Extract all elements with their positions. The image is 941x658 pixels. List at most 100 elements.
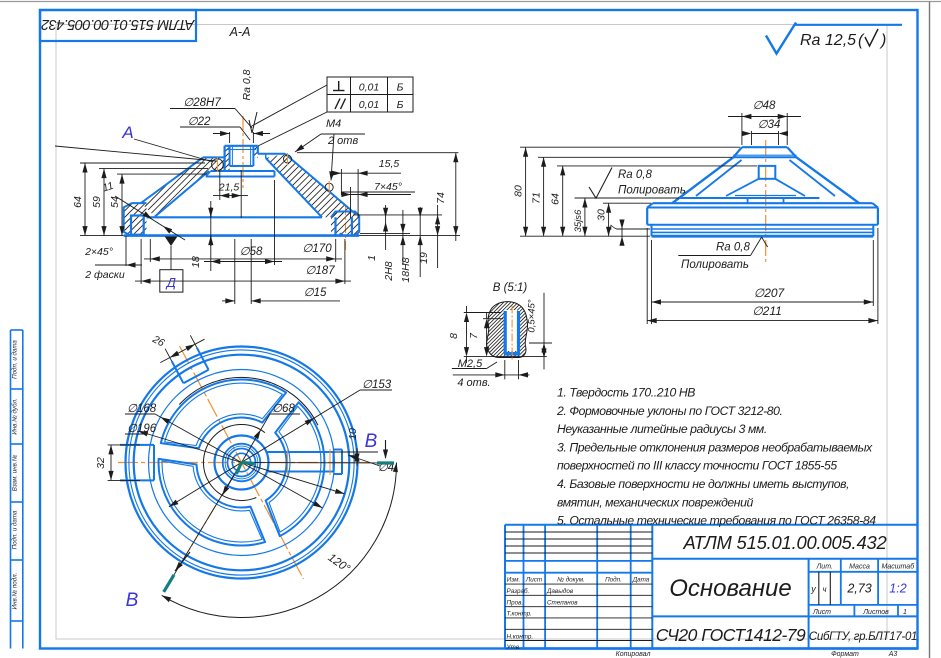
svg-text:11: 11: [101, 180, 115, 195]
svg-text:∅170: ∅170: [302, 243, 332, 255]
svg-text:А: А: [121, 123, 133, 142]
svg-text:2 отв: 2 отв: [327, 135, 358, 147]
svg-text:1:2: 1:2: [889, 582, 906, 596]
svg-text:4 отв.: 4 отв.: [457, 377, 490, 389]
svg-text:71: 71: [531, 192, 543, 204]
svg-text:54: 54: [109, 196, 121, 208]
svg-text:∅211: ∅211: [752, 304, 782, 318]
svg-text:Дата: Дата: [632, 577, 650, 584]
svg-text:1. Твердость 170..210 НВ: 1. Твердость 170..210 НВ: [557, 386, 695, 400]
svg-text:АТЛМ 515.01.00.005.432: АТЛМ 515.01.00.005.432: [41, 16, 195, 32]
svg-text:64: 64: [550, 193, 562, 205]
svg-text:А-А: А-А: [229, 25, 251, 39]
svg-text:Копировал: Копировал: [616, 651, 651, 658]
svg-text:Подп.: Подп.: [605, 576, 622, 584]
svg-text:8: 8: [448, 333, 460, 339]
svg-text:10: 10: [347, 428, 359, 440]
svg-text:1: 1: [903, 609, 907, 616]
svg-text:№ докум.: № докум.: [557, 576, 585, 584]
svg-text:Инв.№ подл.: Инв.№ подл.: [12, 573, 19, 610]
svg-text:СЧ20 ГОСТ1412-79: СЧ20 ГОСТ1412-79: [656, 625, 806, 645]
svg-text:Основание: Основание: [669, 575, 791, 602]
svg-text:Ra 12,5: Ra 12,5: [800, 32, 856, 49]
svg-text:80: 80: [513, 185, 525, 197]
svg-text:∅68: ∅68: [272, 403, 295, 415]
svg-text:1: 1: [366, 255, 378, 261]
svg-text:2 фаски: 2 фаски: [84, 269, 125, 281]
svg-text:0,01: 0,01: [359, 82, 379, 94]
svg-text:Д: Д: [165, 275, 176, 290]
svg-text:Полировать: Полировать: [618, 185, 686, 197]
svg-text:Лист: Лист: [812, 609, 831, 616]
svg-text:7: 7: [468, 332, 480, 339]
svg-text:В (5:1): В (5:1): [493, 282, 528, 294]
svg-text:3. Предельные отклонения разме: 3. Предельные отклонения размеров необра…: [557, 440, 873, 454]
svg-text:Взам. инв.№: Взам. инв.№: [12, 454, 19, 491]
svg-text:15,5: 15,5: [379, 158, 400, 170]
svg-text:Б: Б: [397, 99, 404, 111]
svg-text:В: В: [365, 431, 378, 452]
svg-text:21,5: 21,5: [218, 182, 240, 194]
svg-text:Ra 0,8: Ra 0,8: [618, 169, 652, 181]
svg-text:64: 64: [72, 196, 84, 208]
svg-text:АТЛМ 515.01.00.005.432: АТЛМ 515.01.00.005.432: [682, 532, 886, 553]
svg-text:∅196: ∅196: [127, 423, 157, 435]
svg-text:59: 59: [91, 196, 103, 208]
svg-text:(: (: [858, 32, 865, 49]
svg-text:у: у: [810, 584, 816, 594]
svg-text:Давыдов: Давыдов: [546, 587, 574, 595]
svg-text:∅207: ∅207: [754, 286, 786, 300]
svg-text:∅48: ∅48: [753, 100, 776, 112]
svg-text:Масштаб: Масштаб: [881, 563, 915, 571]
svg-text:4. Базовые поверхности не долж: 4. Базовые поверхности не должны иметь в…: [557, 477, 849, 491]
svg-text:2Н8: 2Н8: [383, 261, 395, 281]
svg-text:∅153: ∅153: [362, 379, 392, 391]
svg-text:Б: Б: [397, 82, 404, 94]
svg-text:Инв.№ дубл.: Инв.№ дубл.: [12, 398, 19, 434]
svg-text:∅15: ∅15: [304, 287, 327, 299]
svg-text:Т.контр.: Т.контр.: [507, 611, 532, 618]
svg-text:ч: ч: [822, 585, 826, 594]
svg-text:Степанов: Степанов: [547, 599, 578, 606]
svg-text:∅34: ∅34: [758, 119, 781, 131]
svg-text:26: 26: [150, 333, 167, 350]
svg-text:Неуказанные литейные радиусы 3: Неуказанные литейные радиусы 3 мм.: [557, 422, 767, 436]
svg-text:вмятин, механических поврежден: вмятин, механических повреждений: [557, 495, 753, 509]
svg-text:18: 18: [190, 256, 202, 268]
svg-text:Формат: Формат: [831, 651, 859, 658]
svg-text:5. Остальные технические требо: 5. Остальные технические требования по Г…: [557, 514, 876, 528]
svg-text:): ): [879, 32, 886, 49]
svg-text:∅187: ∅187: [305, 265, 335, 277]
svg-text:2. Формовочные уклоны по ГОСТ: 2. Формовочные уклоны по ГОСТ 3212-80.: [556, 404, 783, 418]
svg-text:32: 32: [95, 457, 107, 469]
svg-text:∅28Н7: ∅28Н7: [183, 97, 221, 109]
svg-text:0,5×45°: 0,5×45°: [527, 299, 538, 332]
svg-text:Н.контр.: Н.контр.: [507, 633, 534, 640]
svg-text:Подп. и дата: Подп. и дата: [12, 340, 19, 379]
svg-text:Лист: Лист: [525, 577, 542, 584]
svg-text:2×45°: 2×45°: [84, 246, 113, 258]
svg-text:18Н8: 18Н8: [400, 257, 412, 282]
svg-text:∅4: ∅4: [378, 462, 394, 474]
svg-text:Ra 0,8: Ra 0,8: [241, 69, 253, 100]
svg-text:74: 74: [435, 192, 447, 204]
svg-text:Утв.: Утв.: [506, 644, 521, 651]
svg-text:Пров.: Пров.: [507, 599, 524, 606]
svg-text:∅168: ∅168: [127, 403, 157, 415]
svg-text:Разраб.: Разраб.: [507, 587, 530, 595]
svg-text:Масса: Масса: [849, 564, 870, 571]
svg-text:30: 30: [596, 209, 608, 221]
svg-text:Полировать: Полировать: [681, 259, 749, 271]
svg-text:М4: М4: [326, 118, 341, 130]
svg-text:М2,5: М2,5: [458, 358, 483, 370]
svg-text:2,73: 2,73: [846, 582, 871, 596]
svg-text:Ra 0,8: Ra 0,8: [716, 242, 750, 254]
svg-text:А3: А3: [888, 651, 898, 658]
svg-text:СибГТУ, гр.БЛТ17-01: СибГТУ, гр.БЛТ17-01: [809, 631, 917, 643]
svg-text:поверхностей по III классу точ: поверхностей по III классу точности ГОСТ…: [557, 459, 837, 473]
svg-text:35js6: 35js6: [573, 209, 584, 232]
svg-text:В: В: [126, 590, 139, 611]
svg-text:∅22: ∅22: [188, 116, 211, 128]
svg-text:Лит.: Лит.: [816, 564, 833, 571]
svg-text:19: 19: [418, 252, 430, 264]
